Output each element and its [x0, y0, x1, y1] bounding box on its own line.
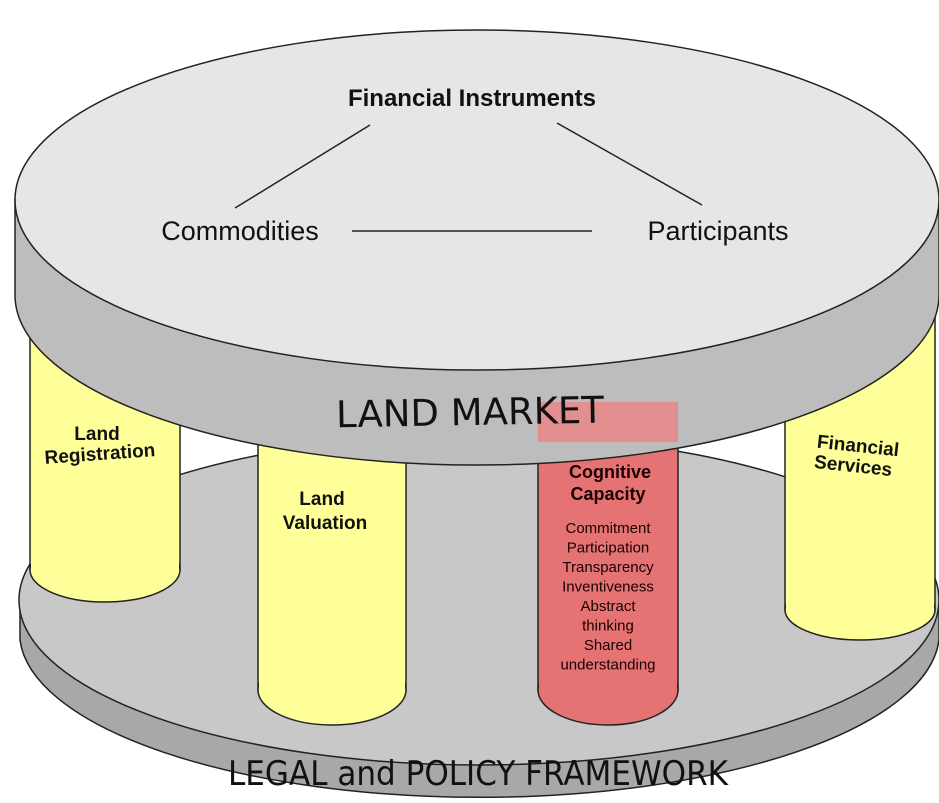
land-registration-line1: Land [74, 424, 119, 445]
relationship-lines [234, 122, 703, 232]
line-instruments-commodities [234, 124, 371, 209]
legal-policy-framework-label: LEGAL and POLICY FRAMEWORK [228, 754, 730, 794]
land-valuation-line1: Land [299, 489, 344, 510]
cognitive-capacity-line2: Capacity [570, 484, 645, 504]
cognitive-capacity-item: Shared [584, 637, 632, 654]
base-platform [18, 434, 939, 799]
land-valuation-line2: Valuation [283, 513, 367, 534]
cognitive-capacity-item: Inventiveness [562, 579, 654, 596]
pillar-cognitive-capacity-upper [538, 402, 678, 442]
financial-instruments-label: Financial Instruments [348, 85, 596, 112]
line-instruments-participants [556, 122, 703, 206]
cognitive-capacity-item: Participation [567, 540, 650, 557]
land-market-label: LAND MARKET [336, 389, 605, 437]
participants-label: Participants [647, 216, 788, 246]
commodities-label: Commodities [161, 216, 319, 246]
cognitive-capacity-line1: Cognitive [569, 462, 651, 482]
cognitive-capacity-item: thinking [582, 618, 634, 635]
cognitive-capacity-item: understanding [560, 657, 655, 674]
cognitive-capacity-item: Transparency [562, 559, 654, 576]
cognitive-capacity-item: Commitment [565, 520, 651, 537]
cognitive-capacity-item: Abstract [580, 598, 636, 615]
top-platform-top [14, 29, 939, 371]
cognitive-capacity-items: CommitmentParticipationTransparencyInven… [560, 520, 655, 674]
top-platform [14, 29, 939, 466]
